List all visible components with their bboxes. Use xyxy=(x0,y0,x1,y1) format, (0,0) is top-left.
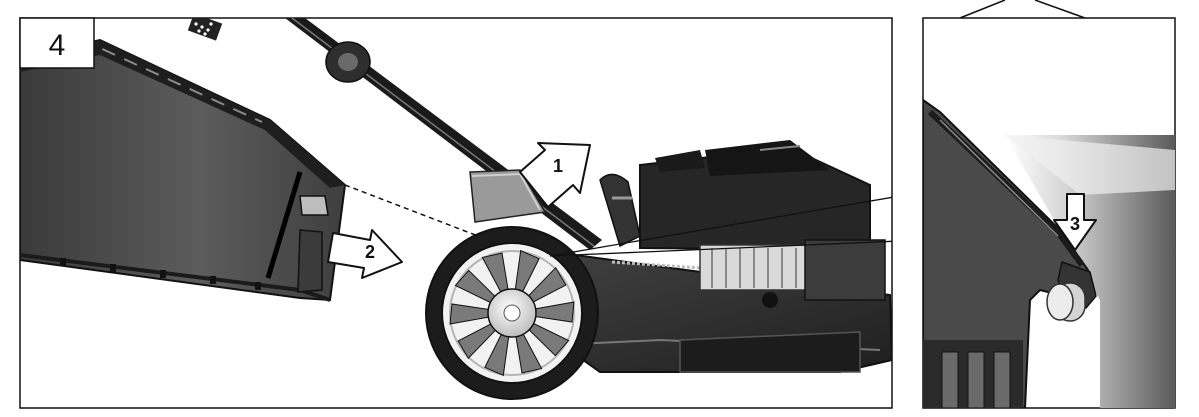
step-number-box: 4 xyxy=(19,17,95,69)
callout-label-3: 3 xyxy=(1070,214,1080,234)
callout-label-1: 1 xyxy=(553,156,563,176)
engine xyxy=(599,140,886,308)
main-panel: 1 2 4 xyxy=(19,17,893,409)
rear-wheel xyxy=(425,226,599,400)
step-number: 4 xyxy=(49,29,66,62)
detail-tab xyxy=(959,0,1086,19)
detail-leader-lines xyxy=(549,196,892,257)
engine-housing xyxy=(804,239,886,301)
arrow-3: 3 xyxy=(1053,193,1097,251)
alignment-guide xyxy=(344,184,479,237)
catcher-handle-bar xyxy=(265,171,303,279)
rear-flap xyxy=(469,169,547,223)
arrow-1: 1 xyxy=(519,142,591,208)
callout-label-2: 2 xyxy=(365,242,375,262)
arrow-2: 2 xyxy=(327,229,403,279)
detail-axle-rod xyxy=(1046,282,1086,322)
detail-lower-ribs xyxy=(923,340,1023,408)
handle-grip xyxy=(187,18,223,41)
detail-panel: 3 xyxy=(922,0,1176,409)
